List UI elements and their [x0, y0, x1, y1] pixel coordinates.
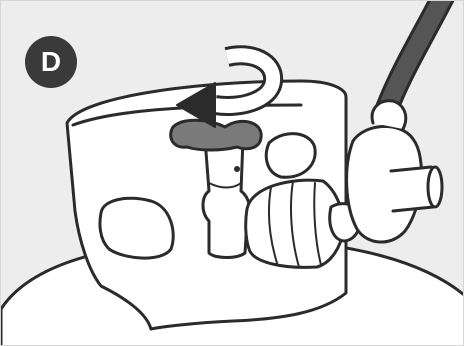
- valve-stem: [203, 139, 250, 258]
- collar-handle-hole: [100, 198, 173, 258]
- step-label: D: [41, 48, 61, 76]
- step-badge: D: [25, 36, 77, 88]
- gas-hose: [386, 1, 446, 111]
